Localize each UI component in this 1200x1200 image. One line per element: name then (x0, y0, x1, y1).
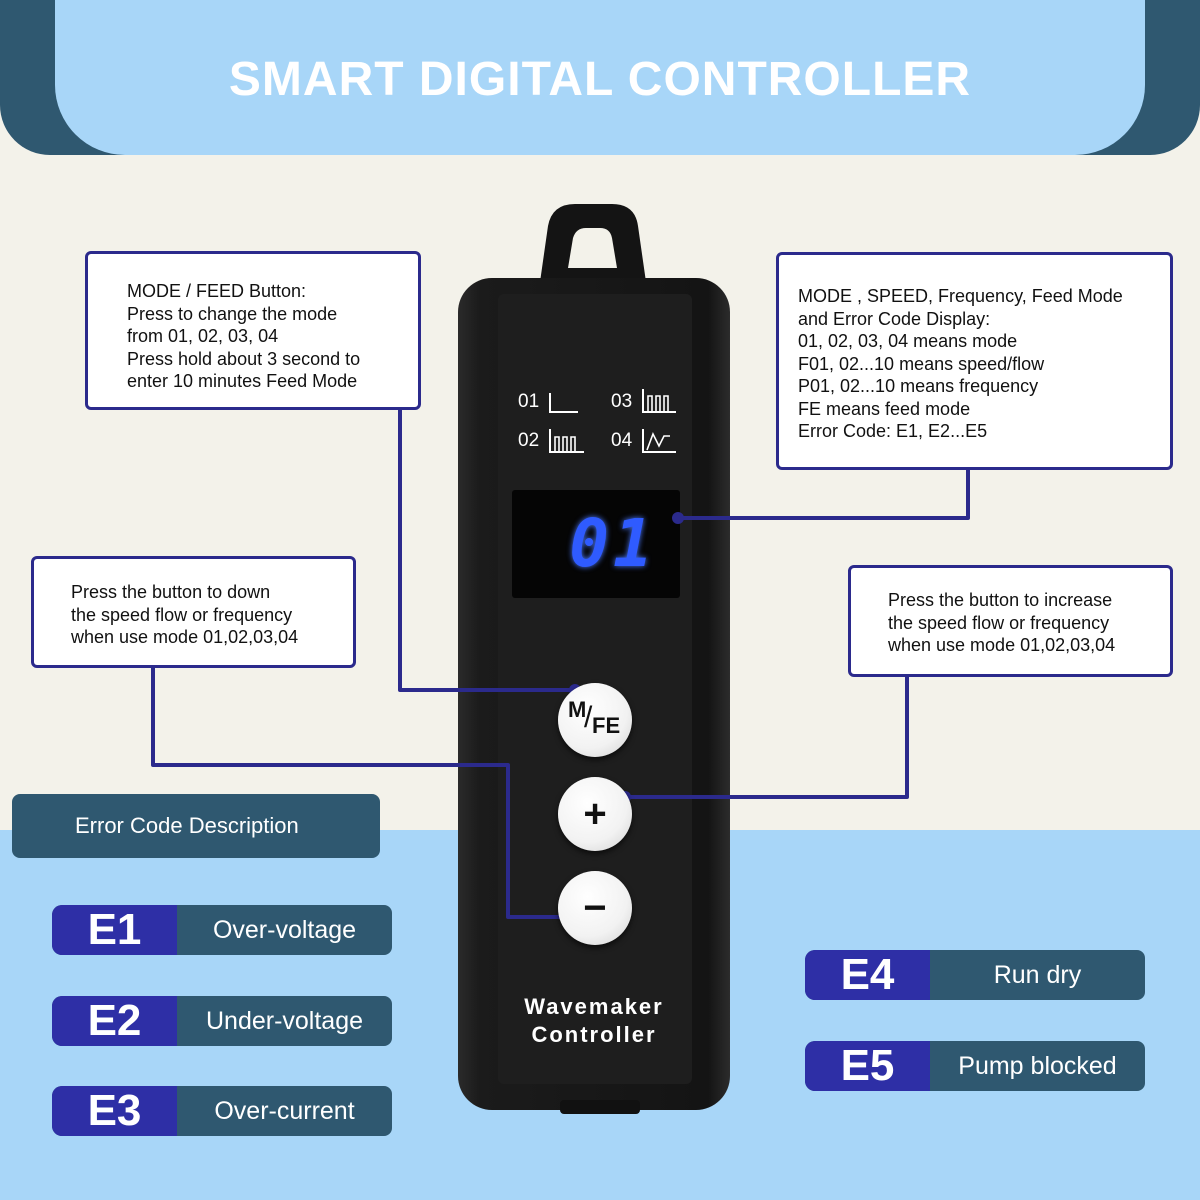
minus-button[interactable]: − (558, 871, 632, 945)
error-code: E3 (52, 1086, 177, 1136)
error-item-e4: E4 Run dry (805, 950, 1145, 1000)
callout-mode-feed: MODE / FEED Button: Press to change the … (85, 251, 421, 410)
error-desc: Over-voltage (212, 916, 357, 944)
error-code: E2 (52, 996, 177, 1046)
connector-display (678, 470, 970, 520)
error-desc: Run dry (993, 961, 1082, 989)
page-title: SMART DIGITAL CONTROLLER (228, 53, 972, 106)
error-desc: Under-voltage (205, 1007, 364, 1035)
callout-display: MODE , SPEED, Frequency, Feed Mode and E… (776, 252, 1173, 470)
minus-icon: − (583, 885, 607, 930)
mode-feed-button[interactable]: M / FE (558, 683, 632, 757)
mode-label-04: 04 (611, 430, 633, 451)
mode-label-03: 03 (611, 391, 633, 412)
callout-up: Press the button to increase the speed f… (848, 565, 1173, 677)
error-item-e2: E2 Under-voltage (52, 996, 392, 1046)
connector-minus (151, 668, 570, 919)
error-item-e3: E3 Over-current (52, 1086, 392, 1136)
connector-mode-feed (398, 408, 575, 692)
plus-icon: + (583, 791, 607, 836)
device-label-line1: Wavemaker (524, 994, 664, 1019)
mode-label-01: 01 (518, 391, 540, 412)
error-desc: Pump blocked (958, 1052, 1117, 1080)
mode-feed-button-m: M (568, 697, 587, 722)
header-panel (55, 0, 1145, 155)
mode-icons (549, 389, 676, 453)
callout-down: Press the button to down the speed flow … (31, 556, 356, 668)
plus-button[interactable]: + (558, 777, 632, 851)
error-item-e1: E1 Over-voltage (52, 905, 392, 955)
error-code: E4 (805, 950, 930, 1000)
error-code-title: Error Code Description (12, 794, 380, 858)
error-item-e5: E5 Pump blocked (805, 1041, 1145, 1091)
lcd-screen (512, 490, 680, 598)
error-desc: Over-current (214, 1097, 355, 1125)
connector-plus (625, 677, 909, 799)
mode-feed-button-fe: FE (592, 713, 621, 738)
error-code: E5 (805, 1041, 930, 1091)
device-label-line2: Controller (531, 1022, 657, 1047)
mode-feed-button-slash: / (584, 701, 593, 734)
lcd-display-value: 01 (569, 505, 657, 582)
error-code: E1 (52, 905, 177, 955)
mode-label-02: 02 (518, 430, 540, 451)
